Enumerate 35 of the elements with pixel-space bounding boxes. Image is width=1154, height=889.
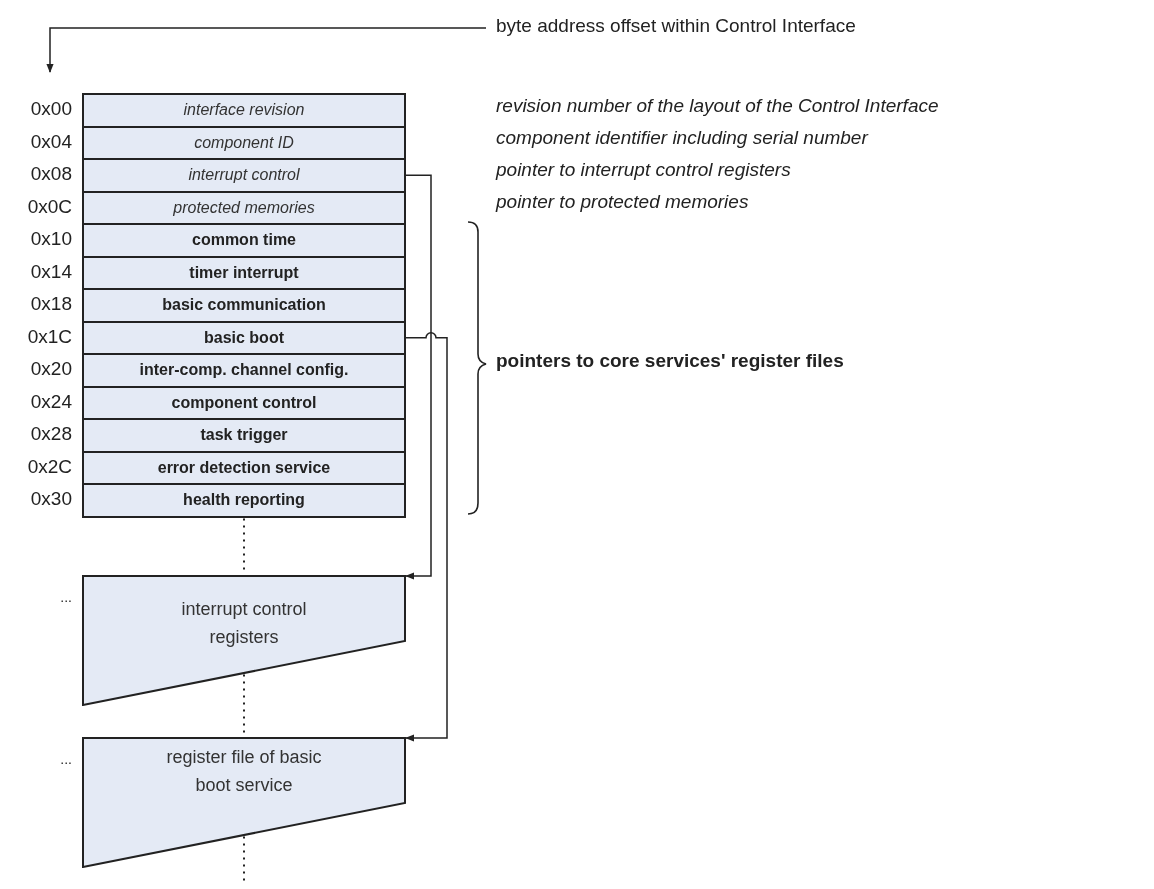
block-label: interrupt control registers xyxy=(180,598,308,649)
address-label: 0x24 xyxy=(29,389,72,414)
ellipsis-mark: ... xyxy=(59,588,72,607)
address-label: 0x2C xyxy=(26,454,72,479)
address-label: 0x10 xyxy=(29,227,72,251)
pointer-arrow xyxy=(405,174,432,580)
register-row: inter-comp. channel config. xyxy=(82,353,406,388)
ellipsis-mark: ... xyxy=(59,750,72,769)
address-label: 0x1C xyxy=(26,324,72,349)
address-label: 0x0C xyxy=(26,194,72,219)
description-text: revision number of the layout of the Control Interface xyxy=(496,95,939,117)
memory-region-block xyxy=(82,737,406,868)
register-row: interrupt control xyxy=(82,158,406,193)
leader-arrow xyxy=(46,27,487,73)
address-label: 0x18 xyxy=(29,292,72,316)
pointer-arrow xyxy=(405,332,448,742)
register-row: basic communication xyxy=(82,288,406,323)
register-row: task trigger xyxy=(82,418,406,453)
description-text: pointer to interrupt control registers xyxy=(496,159,791,181)
brace-caption: pointers to core services' register files xyxy=(496,350,844,372)
register-row: health reporting xyxy=(82,483,406,518)
address-label: 0x08 xyxy=(29,162,72,186)
annotation-text: byte address offset within Control Interface xyxy=(496,15,856,37)
register-row: common time xyxy=(82,223,406,258)
address-label: 0x14 xyxy=(29,259,72,284)
description-text: component identifier including serial number xyxy=(496,127,868,149)
description-text: pointer to protected memories xyxy=(496,191,749,213)
memory-region-block xyxy=(82,575,406,706)
address-label: 0x28 xyxy=(29,422,72,446)
block-label: register file of basic boot service xyxy=(165,746,323,797)
address-label: 0x20 xyxy=(29,357,72,381)
register-row: interface revision xyxy=(82,93,406,128)
address-label: 0x30 xyxy=(29,487,72,511)
address-label: 0x00 xyxy=(29,97,72,121)
address-label: 0x04 xyxy=(29,129,72,154)
